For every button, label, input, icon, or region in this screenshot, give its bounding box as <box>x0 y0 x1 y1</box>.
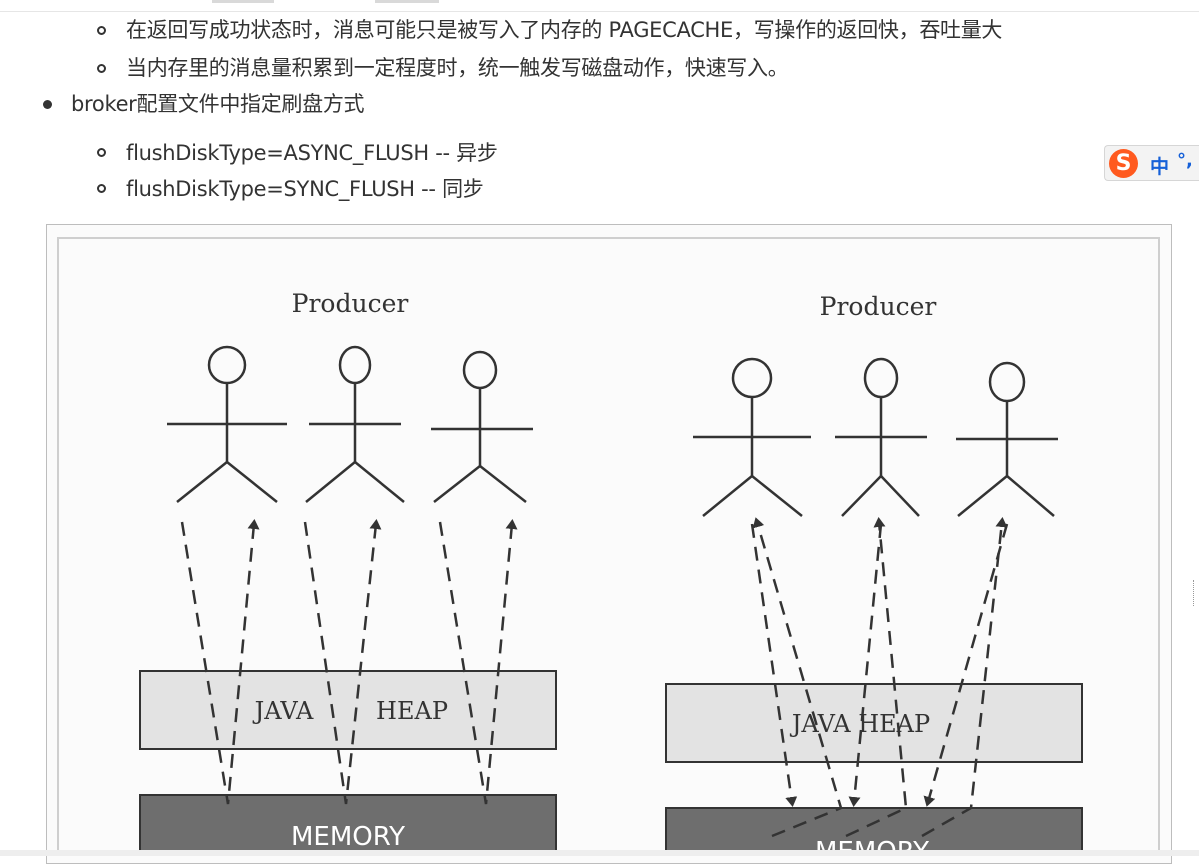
list-item-pagecache: 在返回写成功状态时，消息可能只是被写入了内存的 PAGECACHE，写操作的返回… <box>126 18 1003 42</box>
ime-punctuation-toggle[interactable]: °, <box>1177 150 1193 171</box>
stick-figure-icon <box>835 357 927 517</box>
right-up-arrows <box>752 517 1008 838</box>
flush-diagram: Producer JAVA HEAP MEMORY <box>57 237 1160 856</box>
right-arrow-4 <box>752 517 843 838</box>
sub-bullet-icon <box>97 64 106 73</box>
right-arrow-5 <box>845 517 908 838</box>
left-producers <box>167 345 533 503</box>
left-arrow-2 <box>303 519 382 805</box>
list-item-async-flush: flushDiskType=ASYNC_FLUSH -- 异步 <box>126 141 498 165</box>
stick-figure-icon <box>167 345 287 503</box>
right-arrow-6 <box>921 517 1008 838</box>
sub-bullet-icon <box>97 26 106 35</box>
toolbar-tab-stub <box>375 0 439 3</box>
figure-inner-border <box>57 237 1160 856</box>
right-down-arrows <box>750 523 1009 807</box>
top-divider <box>0 11 1199 12</box>
stick-figure-icon <box>431 350 533 503</box>
stick-figure-icon <box>693 357 811 517</box>
left-memory-box <box>139 794 557 856</box>
left-flow-arrows <box>180 519 518 805</box>
right-arrow-1 <box>750 523 798 807</box>
list-item-sync-flush: flushDiskType=SYNC_FLUSH -- 同步 <box>126 177 484 201</box>
sub-bullet-icon <box>97 184 106 193</box>
right-memory-box <box>665 807 1083 856</box>
list-item-batch-write: 当内存里的消息量积累到一定程度时，统一触发写磁盘动作，快速写入。 <box>126 56 789 80</box>
left-arrow-1 <box>180 519 260 805</box>
stick-figure-icon <box>305 345 405 503</box>
right-java-heap-box <box>665 683 1083 763</box>
right-arrow-2 <box>848 523 883 807</box>
right-producer-title: Producer <box>820 292 937 321</box>
ime-toolbar[interactable]: S 中 °, <box>1104 145 1199 181</box>
left-heap-label-java: JAVA <box>252 697 314 725</box>
right-producers <box>693 357 1058 517</box>
left-producer-title: Producer <box>292 289 409 318</box>
ime-language-toggle[interactable]: 中 <box>1150 156 1170 178</box>
stick-figure-icon <box>956 361 1058 517</box>
scroll-indicator[interactable] <box>1193 580 1199 606</box>
left-java-heap-box <box>139 670 557 750</box>
left-memory-label: MEMORY <box>291 822 405 852</box>
bottom-edge <box>0 850 1199 856</box>
toolbar-tab-stub <box>212 0 274 3</box>
right-arrow-3 <box>923 523 1009 807</box>
sub-bullet-icon <box>97 148 106 157</box>
top-edge <box>0 0 1199 12</box>
list-item-broker-config: broker配置文件中指定刷盘方式 <box>71 92 365 116</box>
ime-logo-icon[interactable]: S <box>1109 149 1138 178</box>
bullet-icon <box>43 100 52 109</box>
left-heap-label-heap: HEAP <box>376 697 448 725</box>
left-arrow-3 <box>438 519 518 805</box>
